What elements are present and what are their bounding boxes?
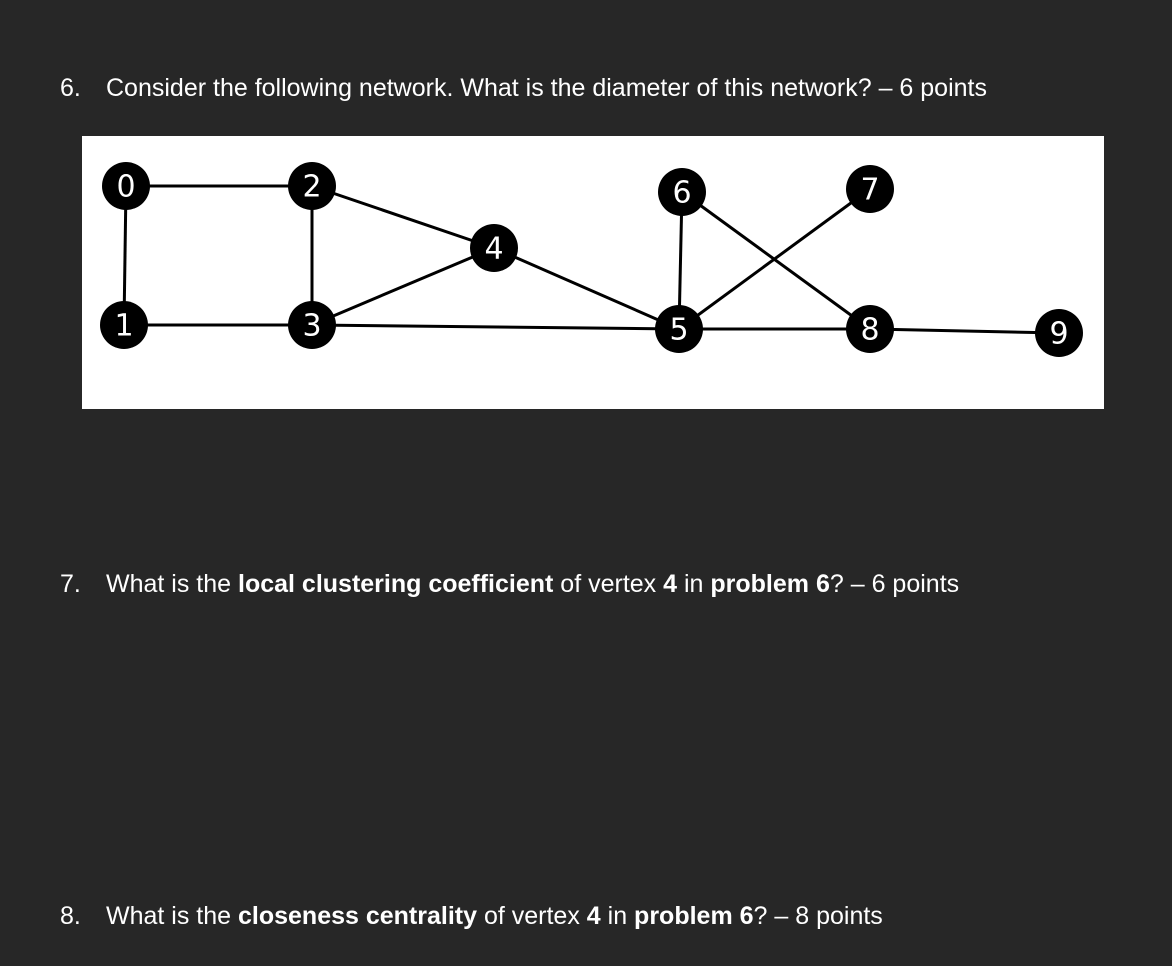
text-segment: What is the	[106, 570, 238, 598]
node-label: 1	[114, 309, 133, 344]
edge-4-5	[493, 246, 680, 331]
question-number: 7.	[60, 570, 81, 598]
question-8: 8. What is the closeness centrality of ve…	[60, 900, 883, 932]
bold-text: local clustering coefficient	[238, 570, 554, 598]
node-4: 4	[470, 224, 518, 272]
node-label: 5	[669, 313, 688, 348]
edge-3-5	[311, 323, 680, 331]
node-label: 4	[484, 232, 503, 267]
network-graph: 0 1 2 3 4 5 6 7 8 9	[100, 162, 1083, 357]
node-circle	[288, 301, 336, 349]
node-circle	[846, 305, 894, 353]
node-label: 9	[1049, 317, 1068, 352]
question-text: What is the closeness centrality of vert…	[106, 902, 883, 930]
node-7: 7	[846, 165, 894, 213]
node-5: 5	[655, 305, 703, 353]
node-3: 3	[288, 301, 336, 349]
text-segment: ? – 6 points	[829, 570, 960, 598]
text-segment: in	[600, 902, 635, 930]
node-circle	[1035, 309, 1083, 357]
node-circle	[655, 305, 703, 353]
node-0: 0	[102, 162, 150, 210]
network-diagram: 0 1 2 3 4 5 6 7 8 9	[82, 136, 1104, 409]
node-label: 3	[302, 309, 321, 344]
question-text: What is the local clustering coefficient…	[106, 570, 959, 598]
edge-2-4	[311, 184, 495, 250]
text-segment: in	[677, 570, 711, 598]
bold-text: 4	[663, 570, 678, 598]
text-segment: What is the	[106, 902, 238, 930]
node-2: 2	[288, 162, 336, 210]
text-segment: ? – 8 points	[753, 902, 883, 930]
node-circle	[288, 162, 336, 210]
node-circle	[846, 165, 894, 213]
node-circle	[658, 168, 706, 216]
node-circle	[470, 224, 518, 272]
node-circle	[102, 162, 150, 210]
node-label: 2	[302, 170, 321, 205]
bold-text: 4	[586, 902, 601, 930]
node-1: 1	[100, 301, 148, 349]
edge-3-4	[311, 246, 495, 327]
node-9: 9	[1035, 309, 1083, 357]
bold-text: problem 6	[710, 570, 830, 598]
node-label: 7	[860, 173, 879, 208]
bold-text: problem 6	[634, 902, 754, 930]
node-label: 8	[860, 313, 879, 348]
question-number: 6.	[60, 74, 81, 102]
question-number: 8.	[60, 902, 81, 930]
edge-6-8	[681, 190, 871, 331]
node-6: 6	[658, 168, 706, 216]
edge-8-9	[869, 327, 1060, 335]
node-circle	[100, 301, 148, 349]
text-segment: of vertex	[477, 902, 587, 930]
question-6: 6. Consider the following network. What i…	[60, 72, 987, 104]
node-label: 0	[116, 170, 135, 205]
text-segment: Consider the following network. What is …	[106, 74, 987, 102]
question-text: Consider the following network. What is …	[106, 74, 987, 102]
bold-text: closeness centrality	[238, 902, 478, 930]
question-7: 7. What is the local clustering coefficie…	[60, 568, 959, 600]
node-8: 8	[846, 305, 894, 353]
node-label: 6	[672, 176, 691, 211]
text-segment: of vertex	[553, 570, 664, 598]
